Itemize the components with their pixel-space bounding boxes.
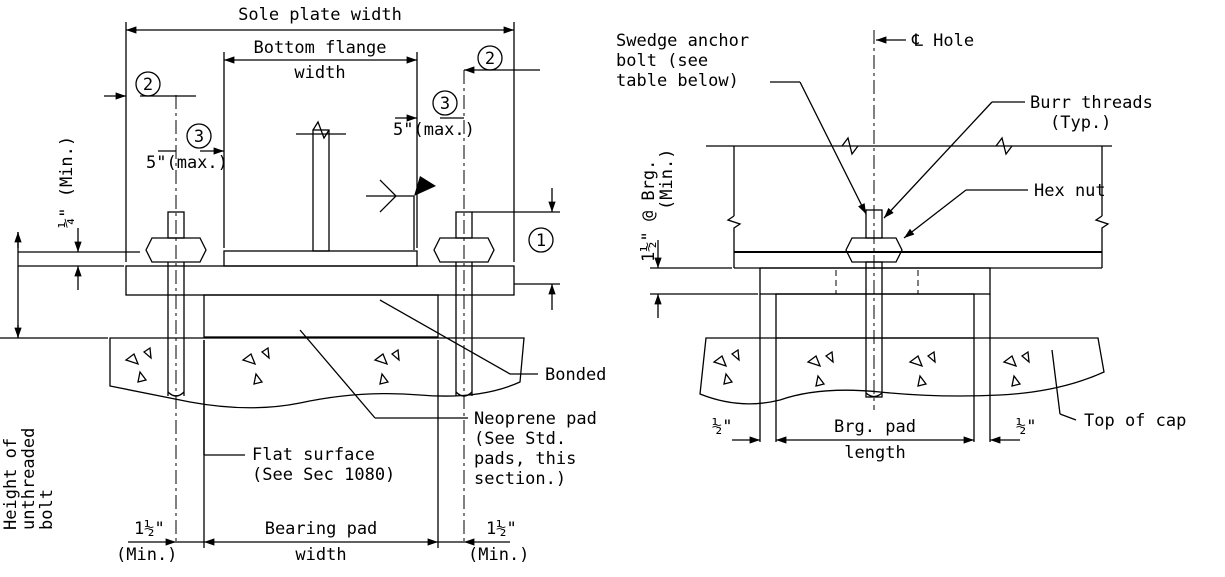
half-inch-left: ½" [712, 417, 732, 437]
note-2-right-label: 2 [485, 49, 495, 69]
height-label-3: bolt [37, 489, 57, 530]
neoprene-label-2: (See Std. [474, 429, 566, 449]
sole-plate-width-label: Sole plate width [238, 5, 402, 25]
min-left-label: (Min.) [116, 545, 177, 565]
neoprene-label-1: Neoprene pad [474, 409, 597, 429]
concrete-aggregate-right [712, 348, 1030, 387]
concrete-cap-section [699, 337, 1105, 405]
note-1 [528, 227, 554, 253]
half-inch-right: ½" [1016, 417, 1036, 437]
bonded-label: Bonded [545, 365, 606, 385]
burr-threads-label: Burr threads [1030, 93, 1153, 113]
neoprene-pad [203, 294, 439, 338]
five-max-right: 5"(max.) [393, 120, 475, 140]
top-of-cap-label: Top of cap [1084, 411, 1186, 431]
brg-min-label-2: (Min.) [657, 149, 677, 210]
neoprene-label-3: pads, this [474, 449, 576, 469]
note-2-right [477, 45, 503, 71]
concrete-aggregate [124, 346, 400, 385]
flat-surface-label-1: Flat surface [252, 445, 375, 465]
note-3-right [432, 90, 458, 116]
min-right-value: 1½" [486, 519, 517, 539]
bottom-flange-width-label: width [294, 63, 345, 83]
swedge-label-1: Swedge anchor [616, 31, 749, 51]
swedge-label-3: table below) [616, 71, 739, 91]
note-2-left-label: 2 [143, 75, 153, 95]
min-right-label: (Min.) [468, 545, 529, 565]
neoprene-pad-section [775, 293, 975, 339]
brg-pad-length-label: length [844, 443, 905, 463]
hex-nut-label: Hex nut [1034, 181, 1106, 201]
min-left-value: 1½" [134, 519, 165, 539]
note-3-right-label: 3 [440, 94, 450, 114]
burr-typ-label: (Typ.) [1050, 113, 1111, 133]
brg-min-label-1: 1½" @ Brg. [639, 160, 659, 262]
bottom-flange-label: Bottom flange [253, 38, 386, 58]
note-1-label: 1 [536, 231, 546, 251]
height-label-1: Height of [1, 438, 21, 530]
weld-symbol [366, 176, 436, 250]
anchor-bolt-right [433, 211, 495, 397]
cl-hole-label: ℄ Hole [911, 31, 974, 51]
height-label-2: unthreaded [19, 428, 39, 530]
note-3-left [186, 123, 212, 149]
neoprene-label-4: section.) [474, 469, 566, 489]
right-section-view: ½" ½" Brg. pad length 1½" @ Brg. (Min.) … [616, 30, 1186, 463]
swedge-label-2: bolt (see [616, 51, 708, 71]
sole-plate-section [759, 267, 991, 295]
concrete-cap [109, 337, 525, 409]
bearing-pad-label: Bearing pad [265, 519, 378, 539]
brg-pad-label: Brg. pad [834, 417, 916, 437]
bottom-flange [223, 250, 418, 267]
note-3-left-label: 3 [194, 127, 204, 147]
bearing-pad-width-label: width [295, 545, 346, 565]
five-max-left: 5"(max.) [146, 153, 228, 173]
quarter-min-label: ¼" (Min.) [57, 136, 77, 228]
girder-web [312, 129, 330, 252]
flat-surface-label-2: (See Sec 1080) [252, 465, 395, 485]
note-2-left [135, 71, 161, 97]
left-elevation-view: Sole plate width Bottom flange width 2 2… [0, 5, 606, 565]
